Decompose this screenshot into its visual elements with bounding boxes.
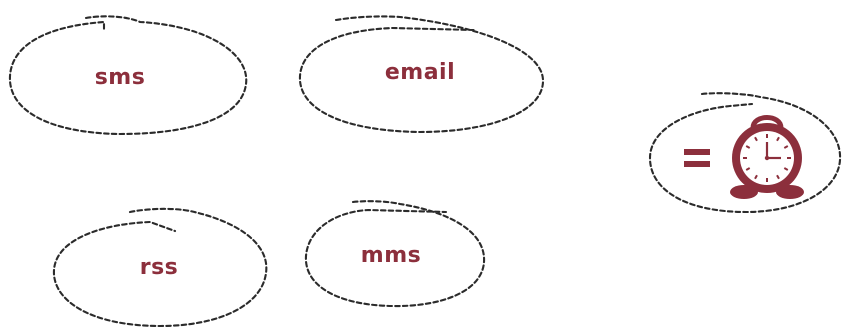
channel-label-mms: mms xyxy=(360,243,422,268)
mms-loop xyxy=(304,200,486,308)
channel-label-sms: sms xyxy=(94,65,146,90)
equals-bottom-bar xyxy=(684,161,710,167)
rss-loop xyxy=(52,207,268,328)
email-loop xyxy=(298,15,545,134)
result-loop xyxy=(648,92,842,214)
equals-top-bar xyxy=(684,149,710,155)
equals-icon xyxy=(684,149,710,167)
channel-label-rss: rss xyxy=(139,255,179,280)
alarm-clock-icon xyxy=(730,115,804,199)
sms-loop xyxy=(8,15,248,136)
channel-label-email: email xyxy=(384,60,456,85)
clock-center xyxy=(764,155,770,161)
clock-handle xyxy=(750,115,784,129)
clock-ticks xyxy=(743,134,791,182)
